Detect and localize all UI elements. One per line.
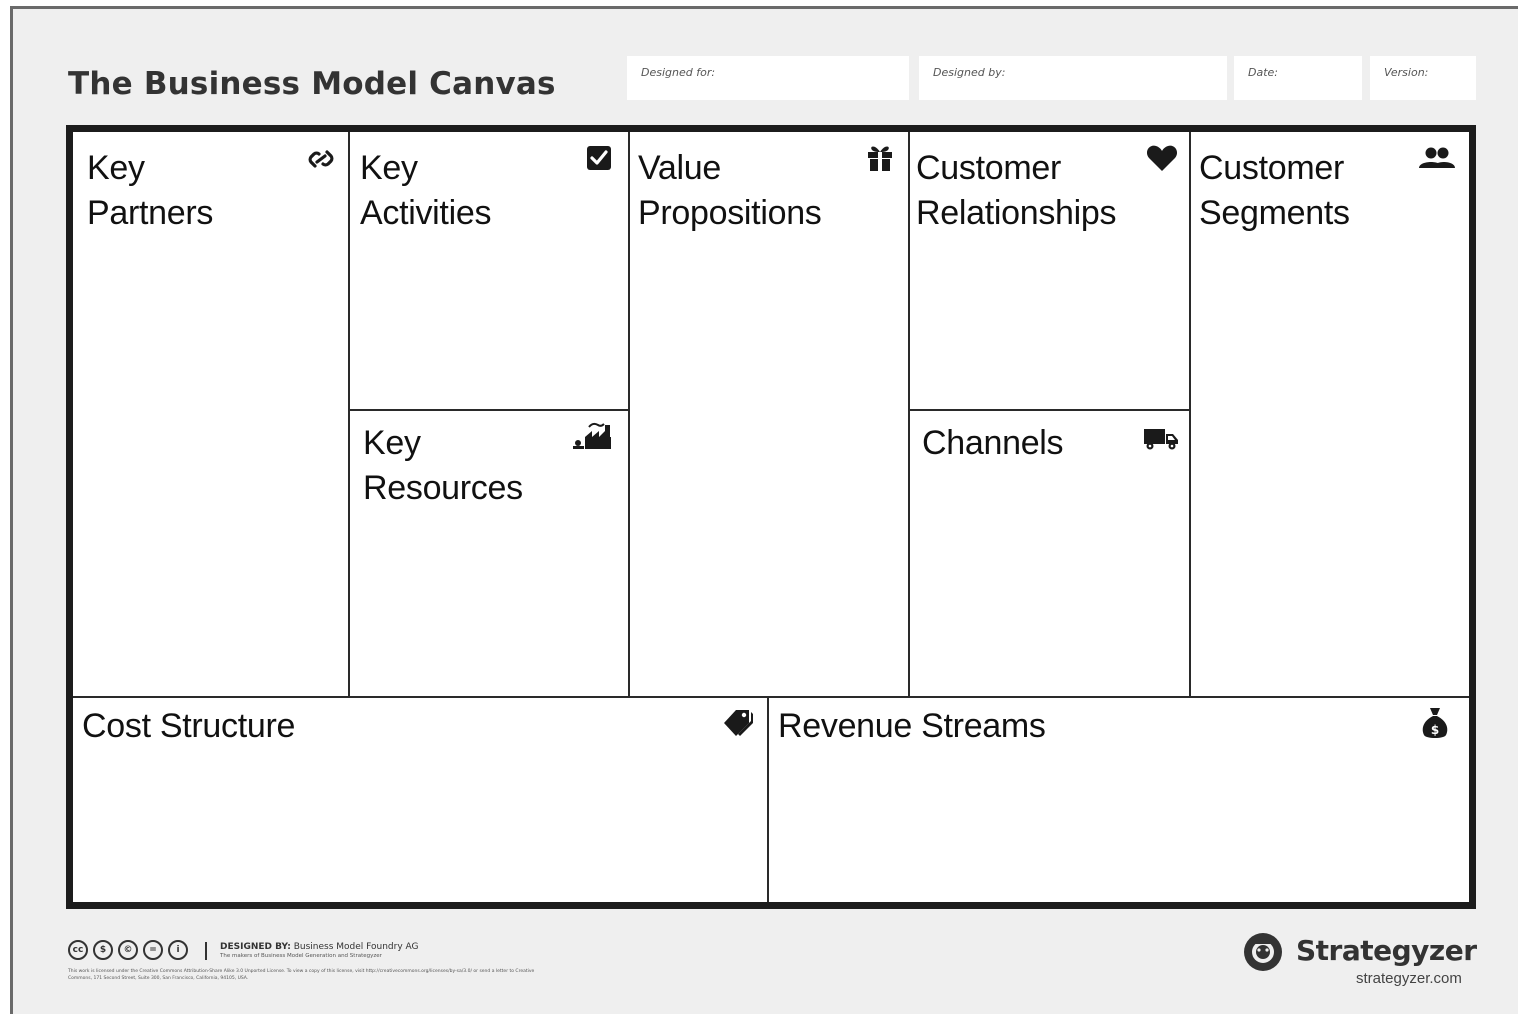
date-field[interactable]: Date: bbox=[1234, 56, 1362, 100]
designed-by-credit: DESIGNED BY: Business Model Foundry AG bbox=[220, 942, 418, 952]
page-title: The Business Model Canvas bbox=[68, 66, 556, 102]
value-propositions-block[interactable]: Value Propositions bbox=[630, 132, 908, 696]
key-partners-block[interactable]: Key Partners bbox=[73, 132, 348, 696]
brand-name[interactable]: Strategyzer bbox=[1296, 934, 1477, 967]
factory-icon bbox=[572, 421, 614, 451]
divider bbox=[1189, 132, 1191, 697]
money-bag-icon: $ bbox=[1421, 706, 1449, 740]
footer-divider bbox=[205, 942, 207, 960]
price-tag-icon bbox=[721, 706, 755, 740]
customer-relationships-label: Customer Relationships bbox=[916, 149, 1117, 232]
cc-icon: cc bbox=[68, 940, 88, 960]
channels-block[interactable]: Channels bbox=[910, 411, 1189, 696]
divider bbox=[73, 696, 1469, 698]
heart-icon bbox=[1146, 144, 1178, 172]
brand-url-link[interactable]: strategyzer.com bbox=[1356, 970, 1462, 987]
divider bbox=[348, 132, 350, 697]
divider bbox=[908, 132, 910, 697]
designed-for-field[interactable]: Designed for: bbox=[627, 56, 909, 100]
gift-icon bbox=[865, 142, 895, 172]
designed-by-subtitle: The makers of Business Model Generation … bbox=[220, 953, 382, 959]
value-propositions-label: Value Propositions bbox=[638, 149, 822, 232]
no-derivatives-icon: = bbox=[143, 940, 163, 960]
version-field[interactable]: Version: bbox=[1370, 56, 1476, 100]
divider bbox=[908, 409, 1191, 411]
designed-by-field[interactable]: Designed by: bbox=[919, 56, 1227, 100]
truck-icon bbox=[1143, 427, 1179, 451]
customer-relationships-block[interactable]: Customer Relationships bbox=[910, 132, 1189, 409]
business-model-canvas: Key Partners Key Activities Key Resource… bbox=[66, 125, 1476, 909]
divider bbox=[767, 696, 769, 902]
cost-structure-label: Cost Structure bbox=[82, 707, 296, 745]
designed-by-value: Business Model Foundry AG bbox=[293, 942, 419, 952]
checkbox-icon bbox=[585, 144, 613, 172]
channels-label: Channels bbox=[922, 424, 1064, 462]
license-icons: cc $ © = i bbox=[68, 940, 188, 960]
key-activities-label: Key Activities bbox=[360, 149, 492, 232]
designed-by-label: DESIGNED BY: bbox=[220, 942, 291, 952]
people-icon bbox=[1417, 146, 1457, 170]
customer-segments-label: Customer Segments bbox=[1199, 149, 1350, 232]
share-alike-icon: © bbox=[118, 940, 138, 960]
divider bbox=[348, 409, 630, 411]
attribution-icon: $ bbox=[93, 940, 113, 960]
key-resources-block[interactable]: Key Resources bbox=[350, 411, 628, 696]
key-activities-block[interactable]: Key Activities bbox=[350, 132, 628, 409]
divider bbox=[628, 132, 630, 697]
key-resources-label: Key Resources bbox=[363, 424, 523, 507]
key-partners-label: Key Partners bbox=[87, 149, 214, 232]
license-text: This work is licensed under the Creative… bbox=[68, 969, 535, 981]
cost-structure-block[interactable]: Cost Structure bbox=[73, 698, 767, 902]
strategyzer-logo-icon[interactable] bbox=[1238, 928, 1288, 974]
svg-text:$: $ bbox=[1431, 723, 1439, 737]
revenue-streams-label: Revenue Streams bbox=[778, 707, 1046, 745]
revenue-streams-block[interactable]: Revenue Streams $ bbox=[769, 698, 1469, 902]
customer-segments-block[interactable]: Customer Segments bbox=[1191, 132, 1469, 696]
info-icon: i bbox=[168, 940, 188, 960]
link-icon bbox=[305, 144, 337, 174]
